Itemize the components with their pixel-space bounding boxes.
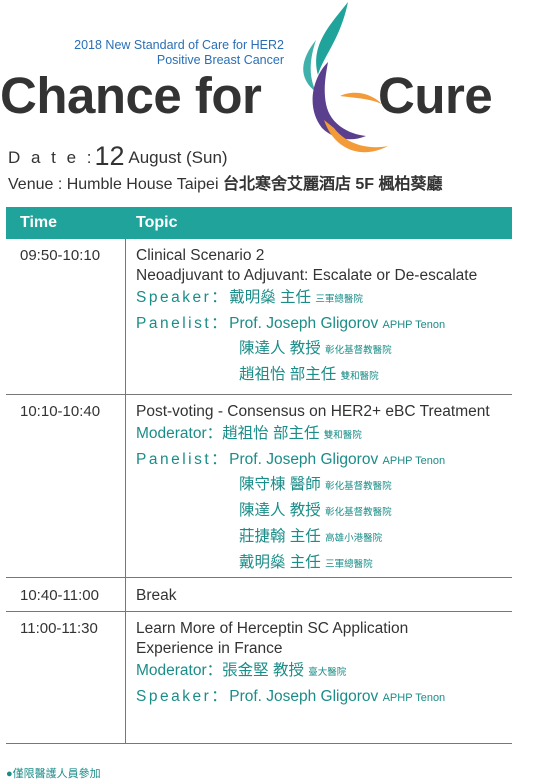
panelist-affiliation: 彰化基督教醫院 — [325, 345, 392, 356]
panelist-line: Panelist：Prof. Joseph Gligorov APHP Teno… — [136, 312, 536, 337]
event-subtitle: 2018 New Standard of Care for HER2 Posit… — [74, 38, 284, 68]
column-header-topic: Topic — [136, 214, 178, 231]
session-time: 09:50-10:10 — [20, 247, 101, 264]
date-day: 12 — [94, 141, 125, 171]
column-divider — [125, 239, 126, 394]
panelist-name: 趙祖怡 部主任 — [239, 366, 337, 383]
column-divider — [125, 612, 126, 743]
moderator-name: 趙祖怡 部主任 — [222, 425, 320, 442]
session-time: 11:00-11:30 — [20, 620, 98, 637]
panelist-line: 陳達人 教授 彰化基督教醫院 — [136, 337, 536, 363]
session-topic: Break — [136, 586, 536, 606]
venue-chinese: 台北寒舍艾麗酒店 5F 楓柏葵廳 — [222, 176, 443, 193]
topic-line-2: Experience in France — [136, 640, 283, 657]
session-time: 10:10-10:40 — [20, 403, 101, 420]
panelist-affiliation: 彰化基督教醫院 — [325, 481, 392, 492]
session-topic: Learn More of Herceptin SC Application E… — [136, 619, 536, 710]
column-header-time: Time — [20, 214, 58, 231]
panelist-line: Panelist：Prof. Joseph Gligorov APHP Teno… — [136, 448, 536, 473]
table-header: Time Topic — [6, 207, 512, 239]
moderator-line: Moderator：趙祖怡 部主任 雙和醫院 — [136, 422, 536, 448]
panelist-affiliation: 高雄小港醫院 — [325, 533, 383, 544]
table-row: 10:10-10:40 Post-voting - Consensus on H… — [6, 395, 512, 578]
panelist-name: 莊捷翰 主任 — [239, 528, 321, 545]
ribbon-logo-icon — [303, 2, 388, 153]
session-time: 10:40-11:00 — [20, 587, 99, 604]
panelist-name: Prof. Joseph Gligorov — [229, 315, 379, 332]
panelist-affiliation: APHP Tenon — [382, 319, 446, 331]
panelist-name: 陳守棟 醫師 — [239, 476, 321, 493]
title-chance-for: Chance for — [0, 67, 262, 124]
moderator-label: Moderator： — [136, 425, 223, 442]
panelist-line: 陳守棟 醫師 彰化基督教醫院 — [136, 473, 536, 499]
footer-note: ●僅限醫護人員參加 — [6, 765, 101, 781]
panelist-affiliation: 三軍總醫院 — [325, 559, 373, 570]
date-label: D a t e : — [8, 148, 95, 167]
topic-line-1: Break — [136, 587, 177, 604]
topic-line-1: Post-voting - Consensus on HER2+ eBC Tre… — [136, 403, 490, 420]
panelist-name: 陳達人 教授 — [239, 340, 321, 357]
speaker-label: Speaker： — [136, 688, 230, 705]
panelist-affiliation: 雙和醫院 — [340, 371, 379, 382]
event-date: D a t e :12 August (Sun) — [8, 141, 228, 171]
venue-label: Venue : Humble House Taipei — [8, 176, 223, 193]
panelist-label: Panelist： — [136, 451, 230, 468]
subtitle-line-2: Positive Breast Cancer — [156, 53, 284, 67]
moderator-affiliation: 雙和醫院 — [323, 430, 362, 441]
table-row: 10:40-11:00 Break — [6, 578, 512, 612]
session-topic: Clinical Scenario 2 Neoadjuvant to Adjuv… — [136, 246, 536, 389]
panelist-label: Panelist： — [136, 315, 230, 332]
speaker-name: Prof. Joseph Gligorov — [229, 688, 379, 705]
panelist-affiliation: APHP Tenon — [382, 455, 446, 467]
speaker-line: Speaker：Prof. Joseph Gligorov APHP Tenon — [136, 685, 536, 710]
bullet-icon: ● — [6, 768, 13, 780]
speaker-name: 戴明燊 主任 — [229, 289, 312, 306]
moderator-affiliation: 臺大醫院 — [308, 667, 347, 678]
date-rest: August (Sun) — [124, 148, 228, 167]
agenda-table: Time Topic 09:50-10:10 Clinical Scenario… — [6, 207, 512, 744]
speaker-line: Speaker：戴明燊 主任 三軍總醫院 — [136, 286, 536, 312]
subtitle-line-1: 2018 New Standard of Care for HER2 — [74, 38, 284, 52]
panelist-line: 趙祖怡 部主任 雙和醫院 — [136, 363, 536, 389]
moderator-label: Moderator： — [136, 662, 223, 679]
table-row: 11:00-11:30 Learn More of Herceptin SC A… — [6, 612, 512, 744]
panelist-line: 莊捷翰 主任 高雄小港醫院 — [136, 525, 536, 551]
panelist-affiliation: 彰化基督教醫院 — [325, 507, 392, 518]
table-row: 09:50-10:10 Clinical Scenario 2 Neoadjuv… — [6, 239, 512, 395]
panelist-line: 戴明燊 主任 三軍總醫院 — [136, 551, 536, 577]
speaker-affiliation: 三軍總醫院 — [315, 294, 363, 305]
title-cure: Cure — [378, 67, 493, 124]
column-divider — [125, 578, 126, 611]
footer-note-text: 僅限醫護人員參加 — [12, 768, 101, 780]
speaker-label: Speaker： — [136, 289, 230, 306]
panelist-name: 陳達人 教授 — [239, 502, 321, 519]
panelist-line: 陳達人 教授 彰化基督教醫院 — [136, 499, 536, 525]
event-venue: Venue : Humble House Taipei 台北寒舍艾麗酒店 5F … — [8, 174, 443, 196]
topic-line-2: Neoadjuvant to Adjuvant: Escalate or De-… — [136, 267, 478, 284]
panelist-name: Prof. Joseph Gligorov — [229, 451, 379, 468]
moderator-line: Moderator：張金堅 教授 臺大醫院 — [136, 659, 536, 685]
topic-line-1: Learn More of Herceptin SC Application — [136, 620, 409, 637]
session-topic: Post-voting - Consensus on HER2+ eBC Tre… — [136, 402, 536, 577]
column-divider — [125, 395, 126, 577]
panelist-name: 戴明燊 主任 — [239, 554, 321, 571]
moderator-name: 張金堅 教授 — [222, 662, 304, 679]
speaker-affiliation: APHP Tenon — [382, 692, 446, 704]
topic-line-1: Clinical Scenario 2 — [136, 247, 265, 264]
